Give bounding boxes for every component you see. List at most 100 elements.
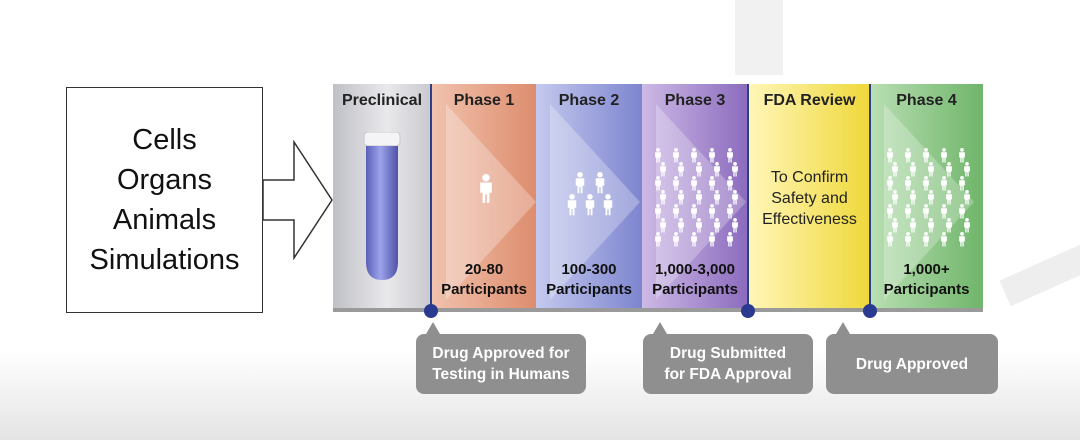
chevron-shape [550,104,640,300]
input-line-animals: Animals [112,204,217,236]
participant-count: 20-80 Participants [432,260,536,300]
stage-title: Phase 3 [664,92,726,109]
person-icon [595,172,605,194]
participants-icon [887,148,970,247]
participants-icon [480,174,492,203]
person-icon [678,218,684,233]
person-icon [892,162,898,177]
stage-divider [430,84,432,312]
person-icon [964,190,970,205]
decorative-bar [735,0,783,75]
person-icon [941,176,947,191]
participant-count: 100-300 Participants [536,260,642,300]
person-icon [946,218,952,233]
stage-title: Preclinical [341,92,423,109]
participant-count: 1,000+ Participants [870,260,983,300]
participant-count-value: 1,000+ [903,261,950,278]
test-tube-icon [363,132,401,280]
person-icon [959,232,965,247]
person-icon [673,232,679,247]
timeline-axis [333,308,983,312]
person-icon [691,148,697,163]
person-icon [905,204,911,219]
participant-count-value: 20-80 [464,261,504,278]
milestone-submitted-for-approval: Drug Submitted for FDA Approval [643,322,813,394]
person-icon [910,162,916,177]
person-icon [673,176,679,191]
milestone-drug-approved: Drug Approved [826,322,998,394]
review-line: Effectiveness [762,211,857,228]
person-icon [575,172,585,194]
person-icon [714,190,720,205]
milestone-approved-for-testing: Drug Approved for Testing in Humans [416,322,586,394]
person-icon [727,232,733,247]
person-icon [923,232,929,247]
person-icon [910,190,916,205]
person-icon [709,148,715,163]
person-icon [691,232,697,247]
person-icon [727,148,733,163]
person-icon [928,190,934,205]
person-icon [887,176,893,191]
person-icon [696,190,702,205]
milestone-line: Drug Approved for [432,345,570,362]
participant-count-value: 100-300 [561,261,617,278]
person-icon [660,190,666,205]
participant-count: 1,000-3,000 Participants [642,260,748,300]
person-icon [928,162,934,177]
input-line-cells: Cells [132,124,197,156]
participant-count-label: Participants [883,281,970,298]
chevron-shape [446,104,536,300]
person-icon [964,162,970,177]
participants-icon [567,172,613,216]
person-icon [709,204,715,219]
person-icon [732,162,738,177]
person-icon [696,162,702,177]
person-icon [727,176,733,191]
participants-icon [655,148,738,247]
input-line-organs: Organs [116,164,213,196]
person-icon [923,148,929,163]
person-icon [691,176,697,191]
person-icon [941,148,947,163]
stage-title: Phase 4 [896,92,957,109]
milestone-dot [741,304,755,318]
person-icon [678,190,684,205]
person-icon [964,218,970,233]
person-icon [959,148,965,163]
person-icon [696,218,702,233]
person-icon [946,190,952,205]
stage-fda-review: FDA Review To Confirm Safety and Effecti… [749,84,870,310]
person-icon [673,204,679,219]
person-icon [946,162,952,177]
person-icon [887,148,893,163]
flow-arrow-icon [262,140,333,260]
person-icon [941,204,947,219]
decorative-slash [999,231,1080,307]
stage-phase-2: Phase 2 100-300 Participants [536,84,642,310]
stage-preclinical: Preclinical [333,84,431,310]
person-icon [887,232,893,247]
person-icon [923,176,929,191]
person-icon [905,148,911,163]
person-icon [655,176,661,191]
milestone-line: for FDA Approval [664,366,792,383]
milestone-line: Drug Submitted [669,345,787,362]
person-icon [941,232,947,247]
person-icon [910,218,916,233]
milestone-line: Testing in Humans [432,366,570,383]
person-icon [714,162,720,177]
person-icon [732,218,738,233]
stage-divider [747,84,749,312]
person-icon [905,232,911,247]
participant-count-label: Participants [441,281,527,298]
person-icon [709,176,715,191]
participant-count-value: 1,000-3,000 [654,261,736,278]
stage-phase-1: Phase 1 20-80 Participants [432,84,536,310]
milestone-dot [863,304,877,318]
person-icon [655,148,661,163]
person-icon [714,218,720,233]
person-icon [655,204,661,219]
participant-count-label: Participants [652,281,738,298]
stage-title: FDA Review [763,92,856,109]
